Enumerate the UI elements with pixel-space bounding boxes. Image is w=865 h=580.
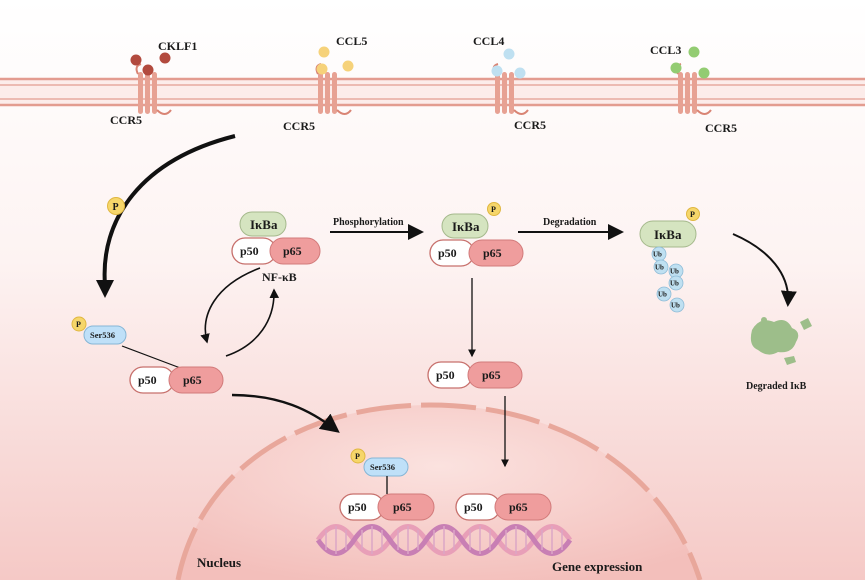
svg-text:IκBa: IκBa (654, 227, 682, 242)
degradation-label: Degradation (543, 217, 597, 228)
nfkb-label: NF-κB (262, 270, 297, 284)
svg-text:Ub: Ub (671, 302, 680, 310)
ligand-ccl3 (670, 46, 710, 79)
phospho-circle-arrow: P (107, 197, 125, 215)
receptor-ccr5-3 (492, 63, 529, 115)
svg-text:p65: p65 (183, 373, 202, 387)
ligand-ckl f1 (130, 52, 171, 76)
svg-text:Ub: Ub (670, 280, 679, 288)
svg-text:p65: p65 (509, 500, 528, 514)
svg-text:p65: p65 (482, 368, 501, 382)
svg-text:p50: p50 (436, 368, 455, 382)
ikba-label-1: IκBa (250, 217, 278, 232)
to-degraded-arrow (732, 233, 797, 307)
svg-text:Ub: Ub (670, 268, 679, 276)
ser536-complex-nucleus: P Ser536 p50 p65 (339, 448, 435, 521)
cell-membrane (0, 77, 865, 107)
svg-text:P: P (76, 320, 81, 329)
label-ckl f1: CKLF1 (158, 39, 197, 53)
svg-text:P: P (491, 205, 496, 214)
label-ccl4: CCL4 (473, 34, 504, 48)
svg-text:p65: p65 (483, 246, 502, 260)
svg-text:p50: p50 (138, 373, 157, 387)
label-ccr5-2: CCR5 (283, 119, 315, 133)
activation-arrowhead (96, 280, 114, 298)
p50-label-1: p50 (240, 244, 259, 258)
svg-text:p65: p65 (393, 500, 412, 514)
nfkb-nucleus: p50 p65 (455, 493, 552, 521)
dna-helix (315, 524, 573, 556)
degraded-ikb-fragments (750, 317, 812, 365)
arrow-nfkb-to-ser (200, 267, 261, 344)
arrow-ser-to-nfkb (225, 288, 280, 357)
svg-text:P: P (355, 452, 360, 461)
svg-text:p50: p50 (348, 500, 367, 514)
svg-text:P: P (690, 210, 695, 219)
ikba-nfkb-complex: IκBa p50 p65 (231, 211, 321, 265)
label-ccr5-4: CCR5 (705, 121, 737, 135)
ligand-ccl5 (316, 46, 354, 75)
label-ccr5-1: CCR5 (110, 113, 142, 127)
phospho-ikba-complex: IκBa P p50 p65 (429, 202, 524, 267)
ligand-ccl4 (491, 48, 526, 79)
receptor-ccr5-1 (135, 63, 172, 115)
svg-text:Ub: Ub (653, 251, 662, 259)
p65-label-1: p65 (283, 244, 302, 258)
svg-text:Ub: Ub (658, 291, 667, 299)
svg-text:Ser536: Ser536 (370, 462, 395, 472)
phosphorylation-label: Phosphorylation (333, 217, 404, 228)
free-nfkb: p50 p65 (427, 361, 523, 389)
svg-text:IκBa: IκBa (452, 219, 480, 234)
ser536-complex-cytoplasm: P Ser536 p50 p65 (71, 316, 224, 394)
receptor-ccr5-2 (315, 63, 352, 115)
svg-text:Ser536: Ser536 (90, 330, 115, 340)
svg-text:Ub: Ub (655, 264, 664, 272)
svg-text:P: P (113, 202, 119, 213)
svg-text:p50: p50 (464, 500, 483, 514)
label-ccl5: CCL5 (336, 34, 367, 48)
receptor-ccr5-4 (675, 63, 712, 115)
gene-expression-label: Gene expression (552, 559, 643, 574)
label-ccl3: CCL3 (650, 43, 681, 57)
translocation-arrow-1 (231, 393, 340, 433)
degraded-ikb-label: Degraded IκB (746, 381, 807, 392)
label-ccr5-3: CCR5 (514, 118, 546, 132)
svg-text:p50: p50 (438, 246, 457, 260)
ubiquitinated-ikba: IκBa P Ub Ub Ub Ub Ub Ub (639, 207, 700, 313)
activation-arrow (102, 134, 236, 286)
nucleus-label: Nucleus (197, 555, 241, 570)
